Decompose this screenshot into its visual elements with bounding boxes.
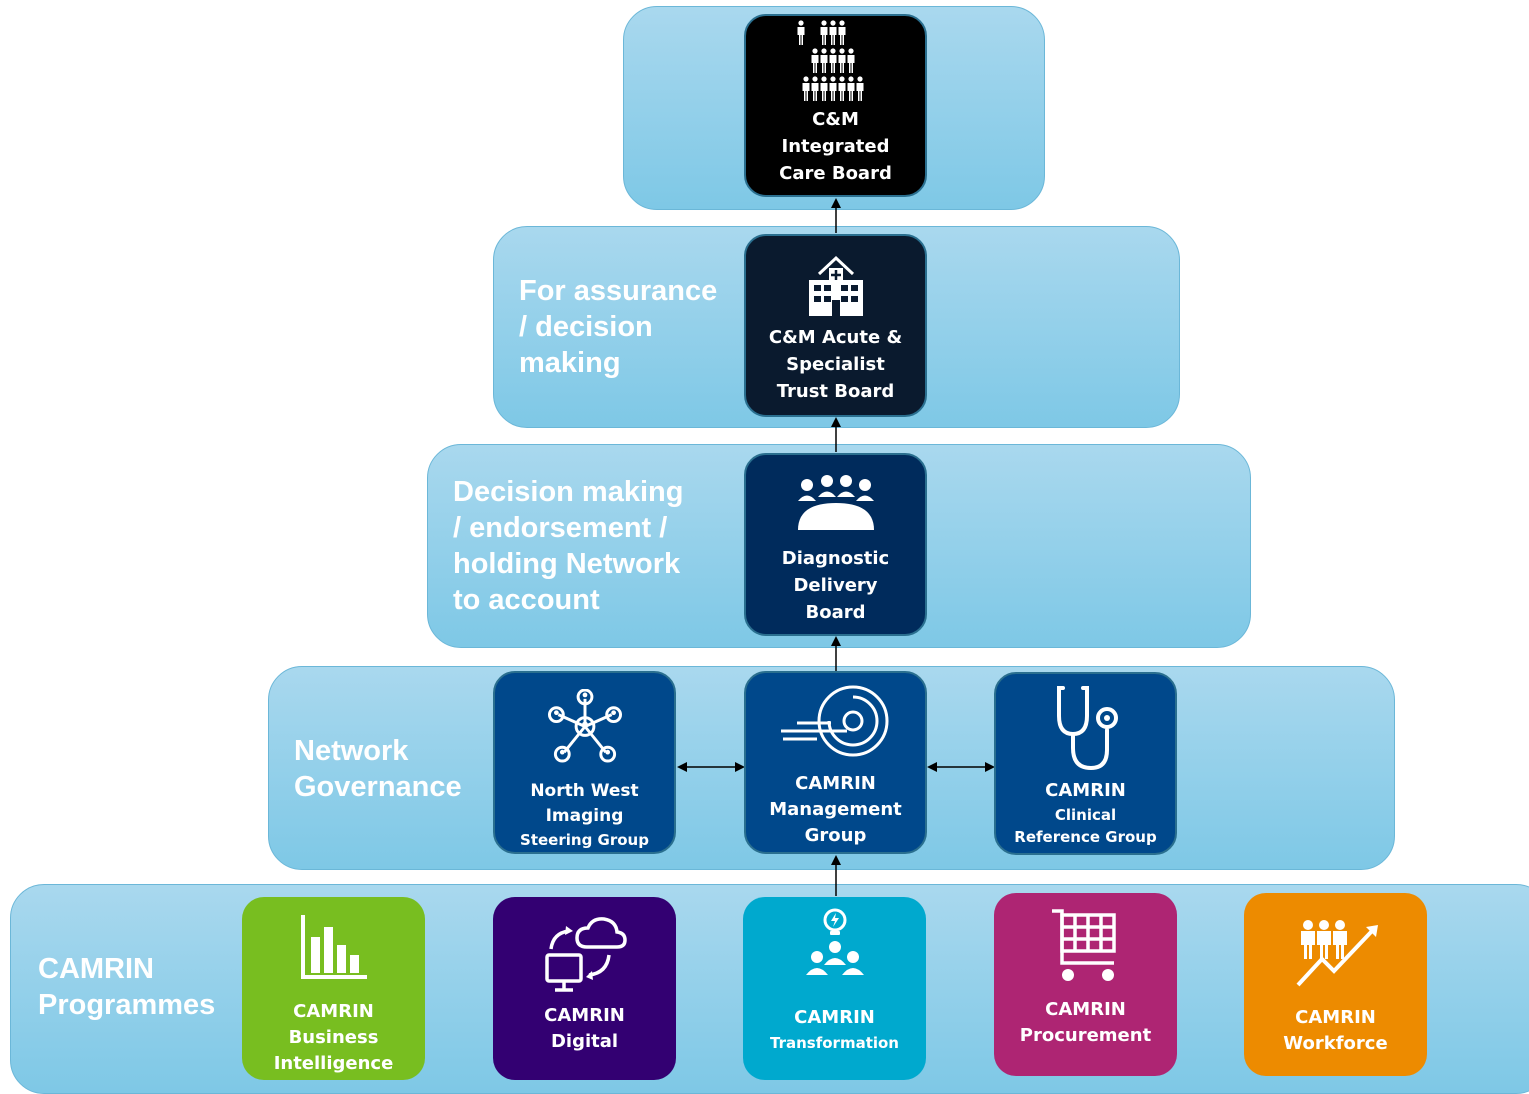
people-pyramid-icon xyxy=(797,20,863,101)
box-nwisg-line2: Imaging xyxy=(545,806,624,826)
box-digital-line2: Digital xyxy=(550,1031,619,1052)
box-ddb-line2: Delivery xyxy=(793,575,878,596)
box-crg[interactable]: CAMRIN Clinical Reference Group xyxy=(994,672,1177,855)
box-nwisg[interactable]: North West Imaging Steering Group xyxy=(493,671,676,854)
box-ddb-line1: Diagnostic xyxy=(781,548,890,569)
box-bi-line1: CAMRIN xyxy=(293,1001,374,1022)
box-workforce-line1: CAMRIN xyxy=(1295,1007,1376,1028)
box-cmg-line1: CAMRIN xyxy=(795,773,876,794)
box-nwisg-line3: Steering Group xyxy=(520,831,649,849)
tier-label-assurance: For assurance / decision making xyxy=(519,275,718,379)
box-trust-line1: C&M Acute & xyxy=(768,327,903,348)
box-transformation-line2: Transformation xyxy=(770,1034,899,1052)
tier-label-decision: Decision making / endorsement / holding … xyxy=(453,476,684,616)
meeting-icon xyxy=(797,475,874,530)
box-bi-line3: Intelligence xyxy=(273,1053,394,1074)
box-icb-line1: C&M xyxy=(812,109,859,130)
box-transformation-line1: CAMRIN xyxy=(794,1007,875,1028)
box-nwisg-line1: North West xyxy=(530,781,639,801)
shopping-cart-icon xyxy=(1051,909,1116,981)
box-icb[interactable]: C&M Integrated Care Board xyxy=(744,14,927,197)
box-crg-line1: CAMRIN xyxy=(1045,780,1126,801)
mri-scanner-icon xyxy=(780,685,888,757)
box-digital[interactable]: CAMRIN Digital xyxy=(493,897,676,1080)
box-digital-line1: CAMRIN xyxy=(544,1005,625,1026)
stethoscope-icon xyxy=(1056,686,1118,771)
box-cmg-line3: Group xyxy=(804,825,867,846)
box-procurement-line2: Procurement xyxy=(1019,1025,1152,1046)
box-procurement[interactable]: CAMRIN Procurement xyxy=(994,893,1177,1076)
box-trust-line2: Specialist xyxy=(786,354,885,375)
box-ddb-line3: Board xyxy=(805,602,866,623)
box-trust-line3: Trust Board xyxy=(776,381,895,402)
box-icb-line3: Care Board xyxy=(779,163,892,184)
box-bi-line2: Business xyxy=(288,1027,379,1048)
box-crg-line3: Reference Group xyxy=(1014,828,1157,846)
network-icon xyxy=(547,689,622,763)
lightbulb-team-icon xyxy=(805,908,864,975)
box-procurement-line1: CAMRIN xyxy=(1045,999,1126,1020)
box-workforce-line2: Workforce xyxy=(1283,1033,1388,1054)
box-cmg[interactable]: CAMRIN Management Group xyxy=(744,671,927,854)
box-workforce[interactable]: CAMRIN Workforce xyxy=(1244,893,1427,1076)
cloud-computer-icon xyxy=(544,917,627,992)
bar-chart-icon xyxy=(300,915,367,979)
tier-label-network: Network Governance xyxy=(294,735,462,803)
tier-label-programmes: CAMRIN Programmes xyxy=(38,953,216,1021)
box-cmg-line2: Management xyxy=(769,799,902,820)
box-bi[interactable]: CAMRIN Business Intelligence xyxy=(242,897,425,1080)
box-ddb[interactable]: Diagnostic Delivery Board xyxy=(744,453,927,636)
hospital-icon xyxy=(808,255,863,316)
workforce-growth-icon xyxy=(1296,920,1378,987)
box-transformation[interactable]: CAMRIN Transformation xyxy=(743,897,926,1080)
box-trust[interactable]: C&M Acute & Specialist Trust Board xyxy=(744,234,927,417)
box-crg-line2: Clinical xyxy=(1054,806,1117,824)
box-icb-line2: Integrated xyxy=(781,136,890,157)
